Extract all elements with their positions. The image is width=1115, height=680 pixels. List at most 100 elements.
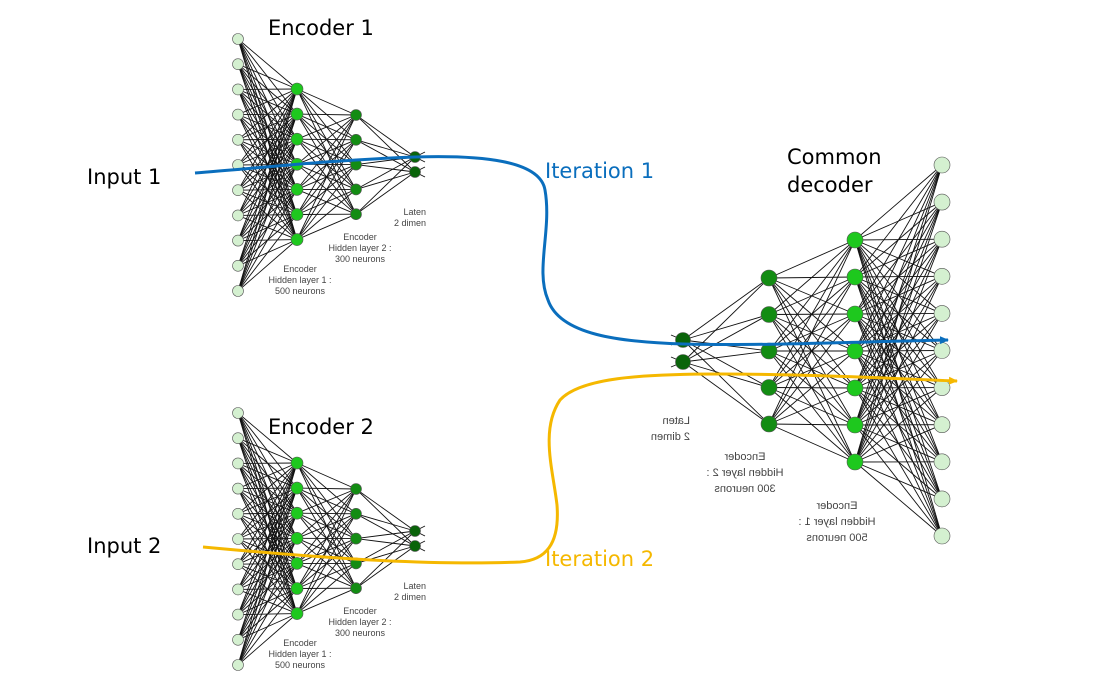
hidden-1-neuron xyxy=(290,531,304,545)
input-neuron xyxy=(232,583,244,596)
connection-line xyxy=(768,239,856,315)
connection-line xyxy=(854,164,943,463)
hidden2-caption-line3: 300 neurons xyxy=(335,254,386,264)
input-neuron xyxy=(232,134,244,146)
hidden-1-neuron xyxy=(290,107,304,121)
connection-line xyxy=(854,164,943,241)
hidden-1-neuron xyxy=(846,231,864,249)
connection-line xyxy=(768,239,856,388)
output-neuron xyxy=(933,267,951,285)
connection-line xyxy=(296,587,357,615)
latent-neuron xyxy=(409,540,421,552)
hidden-1-neuron xyxy=(290,208,304,221)
input-neuron xyxy=(232,234,244,247)
decoder-latent-caption-line1: Laten xyxy=(662,415,690,427)
connection-line xyxy=(237,88,298,266)
connection-line xyxy=(237,412,298,464)
latent-neuron xyxy=(675,354,691,370)
connection-line xyxy=(237,563,298,666)
connection-line xyxy=(854,164,943,426)
hidden-2-neuron xyxy=(350,532,362,545)
connection-line xyxy=(237,189,298,292)
connection-line xyxy=(682,314,770,341)
connection-line xyxy=(237,239,298,292)
connection-line xyxy=(355,171,416,215)
connection-line xyxy=(237,513,298,666)
decoder-hidden2-caption-line1: Encoder xyxy=(724,451,765,463)
hidden2-caption-line3: 300 neurons xyxy=(335,628,386,638)
connection-line xyxy=(296,488,357,564)
connection-line xyxy=(296,114,357,165)
hidden-2-neuron xyxy=(350,507,362,520)
connection-line xyxy=(296,114,357,215)
connection-line xyxy=(237,88,298,216)
input-neuron xyxy=(232,533,244,545)
connection-line xyxy=(854,313,943,463)
hidden-2-layer xyxy=(760,269,778,433)
connection-line xyxy=(296,462,357,490)
encoder-2-captions: Encoder Hidden layer 1 : 500 neurons Enc… xyxy=(268,581,426,670)
connection-line xyxy=(296,538,357,614)
hidden-2-neuron xyxy=(350,109,362,121)
connections xyxy=(237,412,426,666)
input-neuron xyxy=(232,432,244,445)
output-neuron xyxy=(933,193,951,211)
input-neuron xyxy=(232,558,244,571)
common-decoder-network xyxy=(670,156,951,545)
hidden2-caption-line2: Hidden layer 2 : xyxy=(328,617,391,627)
connection-line xyxy=(355,164,416,173)
connection-line xyxy=(682,314,770,363)
hidden-2-neuron xyxy=(350,483,362,495)
connection-line xyxy=(237,437,298,464)
hidden-2-neuron xyxy=(350,134,362,146)
connection-line xyxy=(854,461,943,500)
input-layer xyxy=(232,407,244,671)
output-neuron xyxy=(933,156,951,174)
hidden-2-neuron xyxy=(350,208,362,220)
output-neuron xyxy=(933,527,951,545)
hidden-1-neuron xyxy=(290,506,304,520)
encoder-1-captions: Encoder Hidden layer 1 : 500 neurons Enc… xyxy=(268,207,426,296)
decoder-captions: Laten 2 dimen Encoder Hidden layer 2 : 3… xyxy=(651,415,876,544)
hidden-1-neuron xyxy=(846,379,864,397)
connection-line xyxy=(355,156,416,215)
connection-line xyxy=(768,423,856,463)
hidden-2-layer xyxy=(350,483,362,595)
connection-line xyxy=(854,239,943,463)
connection-line xyxy=(682,277,770,341)
connection-line xyxy=(355,139,416,158)
connection-line xyxy=(237,63,298,90)
output-neuron xyxy=(933,342,951,359)
connection-line xyxy=(296,487,357,490)
hidden1-caption-line2: Hidden layer 1 : xyxy=(268,649,331,659)
connections xyxy=(670,164,943,537)
input-neuron xyxy=(232,482,244,495)
hidden1-caption-line1: Encoder xyxy=(283,264,317,274)
decoder-hidden2-caption-line3: 300 neurons xyxy=(714,483,776,495)
connection-line xyxy=(854,201,943,463)
connection-line xyxy=(237,462,298,515)
latent-caption-line2: 2 dimen xyxy=(394,218,426,228)
iteration-2-path xyxy=(202,372,958,565)
connection-line xyxy=(296,114,357,240)
hidden-1-neuron xyxy=(290,607,304,620)
connection-line xyxy=(355,156,416,190)
connection-line xyxy=(355,114,416,158)
hidden-1-layer xyxy=(846,231,864,471)
connection-line xyxy=(854,164,943,278)
output-layer xyxy=(933,156,951,545)
decoder-hidden1-caption-line1: Encoder xyxy=(816,500,857,512)
connection-line xyxy=(296,488,357,614)
encoder-1-title: Encoder 1 xyxy=(268,16,374,40)
input-neuron xyxy=(232,407,244,419)
hidden-2-neuron xyxy=(760,379,778,396)
input-neuron xyxy=(232,285,244,297)
hidden-1-neuron xyxy=(290,82,304,96)
connection-line xyxy=(296,114,357,140)
connection-line xyxy=(355,488,416,532)
connection-line xyxy=(237,88,298,166)
latent-neuron xyxy=(409,525,421,537)
decoder-title-line1: Common xyxy=(787,145,882,169)
connection-line xyxy=(768,313,856,425)
connection-line xyxy=(237,613,298,666)
